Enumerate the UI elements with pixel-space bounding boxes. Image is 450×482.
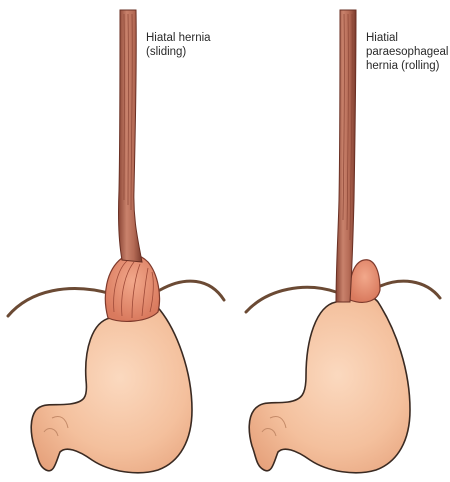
sliding-hernia-diagram <box>8 10 224 473</box>
herniated-fundus-right <box>350 260 380 303</box>
label-line: (sliding) <box>146 45 211 59</box>
stomach-right <box>249 295 410 473</box>
esophagus-left <box>118 10 142 262</box>
rolling-hernia-label: Hiatial paraesophageal hernia (rolling) <box>366 31 449 73</box>
label-line: Hiatal hernia <box>146 31 211 45</box>
esophagus-right <box>336 10 356 302</box>
rolling-hernia-diagram <box>246 10 440 473</box>
label-line: Hiatial <box>366 31 449 45</box>
label-line: paraesophageal <box>366 45 449 59</box>
label-line: hernia (rolling) <box>366 59 449 73</box>
sliding-hernia-label: Hiatal hernia (sliding) <box>146 31 211 59</box>
stomach-left <box>31 300 192 473</box>
